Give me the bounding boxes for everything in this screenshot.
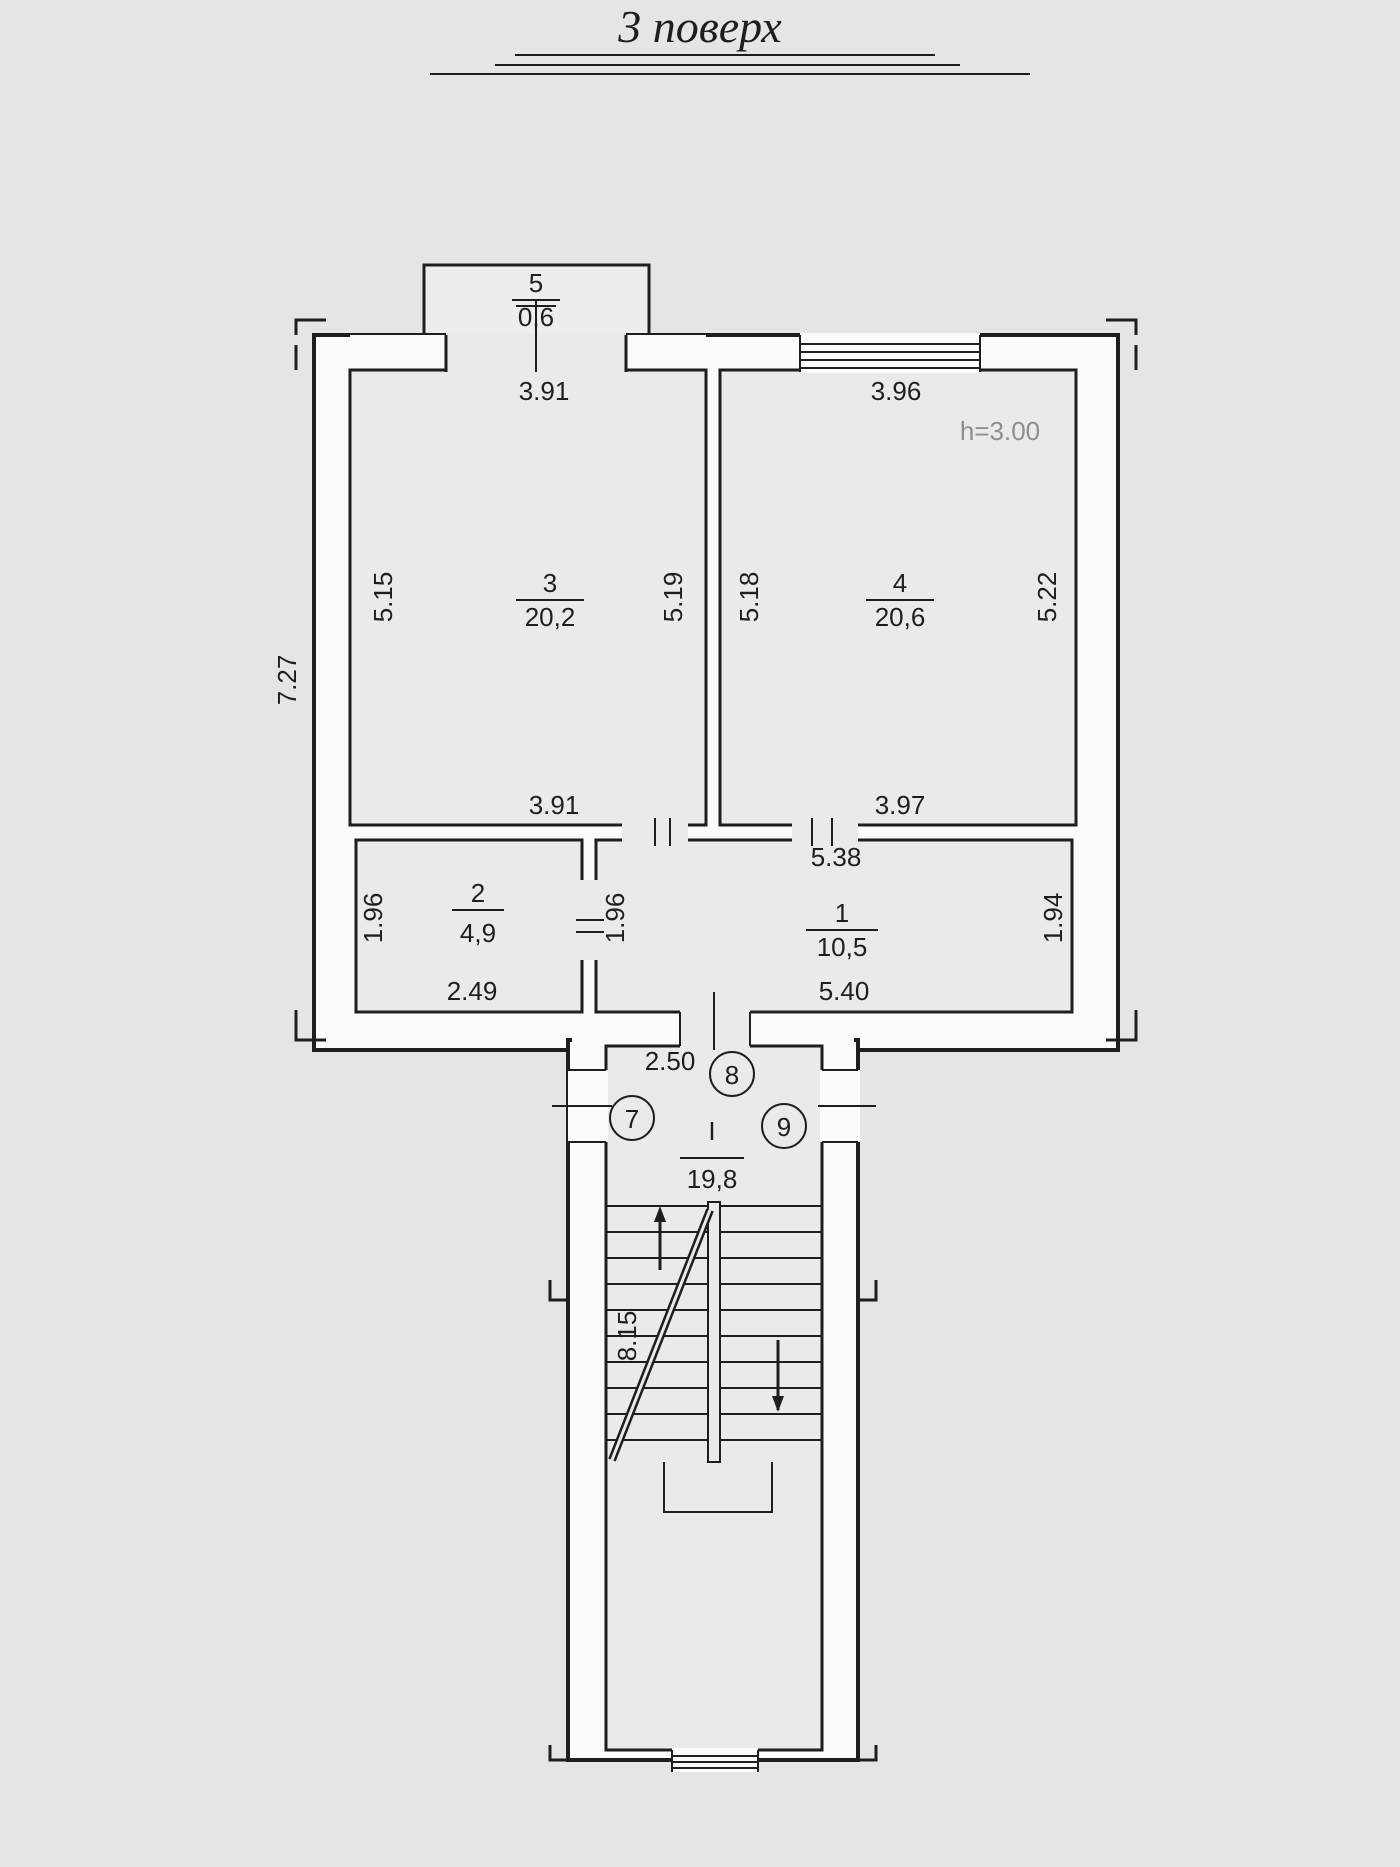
marker-7: 7 (625, 1104, 639, 1134)
dim-room3-bottom: 3.91 (529, 790, 580, 820)
dim-room3-right: 5.19 (658, 572, 688, 623)
svg-text:10,5: 10,5 (817, 932, 868, 962)
dim-stair-side: 8.15 (612, 1311, 642, 1362)
dim-room4-left: 5.18 (734, 572, 764, 623)
marker-8-circle (709, 1051, 755, 1097)
svg-text:20,6: 20,6 (875, 602, 926, 632)
svg-text:1: 1 (835, 898, 849, 928)
room-5-label: 5 0,6 (512, 268, 560, 332)
svg-text:4: 4 (893, 568, 907, 598)
dim-stair-top: 2.50 (645, 1046, 696, 1076)
svg-text:2: 2 (471, 878, 485, 908)
room-2-floor (356, 840, 582, 1012)
window-room-4-lines (799, 335, 981, 372)
svg-text:20,2: 20,2 (525, 602, 576, 632)
dim-room4-bottom: 3.97 (875, 790, 926, 820)
dim-room1-top: 5.38 (811, 842, 862, 872)
room-4-floor (720, 370, 1076, 825)
floor-title: 3 поверх (617, 1, 782, 52)
marker-8: 8 (725, 1060, 739, 1090)
dim-room1-bottom: 5.40 (819, 976, 870, 1006)
dim-room3-top: 3.91 (519, 376, 570, 406)
marker-9: 9 (777, 1112, 791, 1142)
dim-overall-left: 7.27 (272, 655, 302, 706)
stair-center-rail (707, 1201, 721, 1463)
svg-text:3: 3 (543, 568, 557, 598)
room-4-label: 4 20,6 (866, 568, 934, 632)
door-4-to-1 (792, 822, 858, 842)
stairwell-label: I 19,8 (680, 1116, 744, 1194)
room-3-floor (350, 370, 706, 825)
dim-room2-left: 1.96 (358, 893, 388, 944)
room-2-label: 2 4,9 (452, 878, 504, 948)
room-3-label: 3 20,2 (516, 568, 584, 632)
wall-break-marks (294, 318, 1138, 1762)
svg-text:19,8: 19,8 (687, 1164, 738, 1194)
svg-text:I: I (708, 1116, 715, 1146)
dim-room2-bottom: 2.49 (447, 976, 498, 1006)
room-1-floor (596, 840, 1072, 1012)
marker-7-circle (609, 1095, 655, 1141)
ceiling-height: h=3.00 (960, 416, 1040, 446)
svg-text:5: 5 (529, 268, 543, 298)
dim-room4-top: 3.96 (871, 376, 922, 406)
marker-9-circle (761, 1103, 807, 1149)
svg-text:4,9: 4,9 (460, 918, 496, 948)
dim-room1-left: 1.96 (600, 893, 630, 944)
room-1-label: 1 10,5 (806, 898, 878, 962)
stair-landing (663, 1462, 773, 1513)
svg-text:0,6: 0,6 (518, 302, 554, 332)
dim-room1-right: 1.94 (1038, 893, 1068, 944)
dim-room3-left: 5.15 (368, 572, 398, 623)
dim-room4-right: 5.22 (1032, 572, 1062, 623)
